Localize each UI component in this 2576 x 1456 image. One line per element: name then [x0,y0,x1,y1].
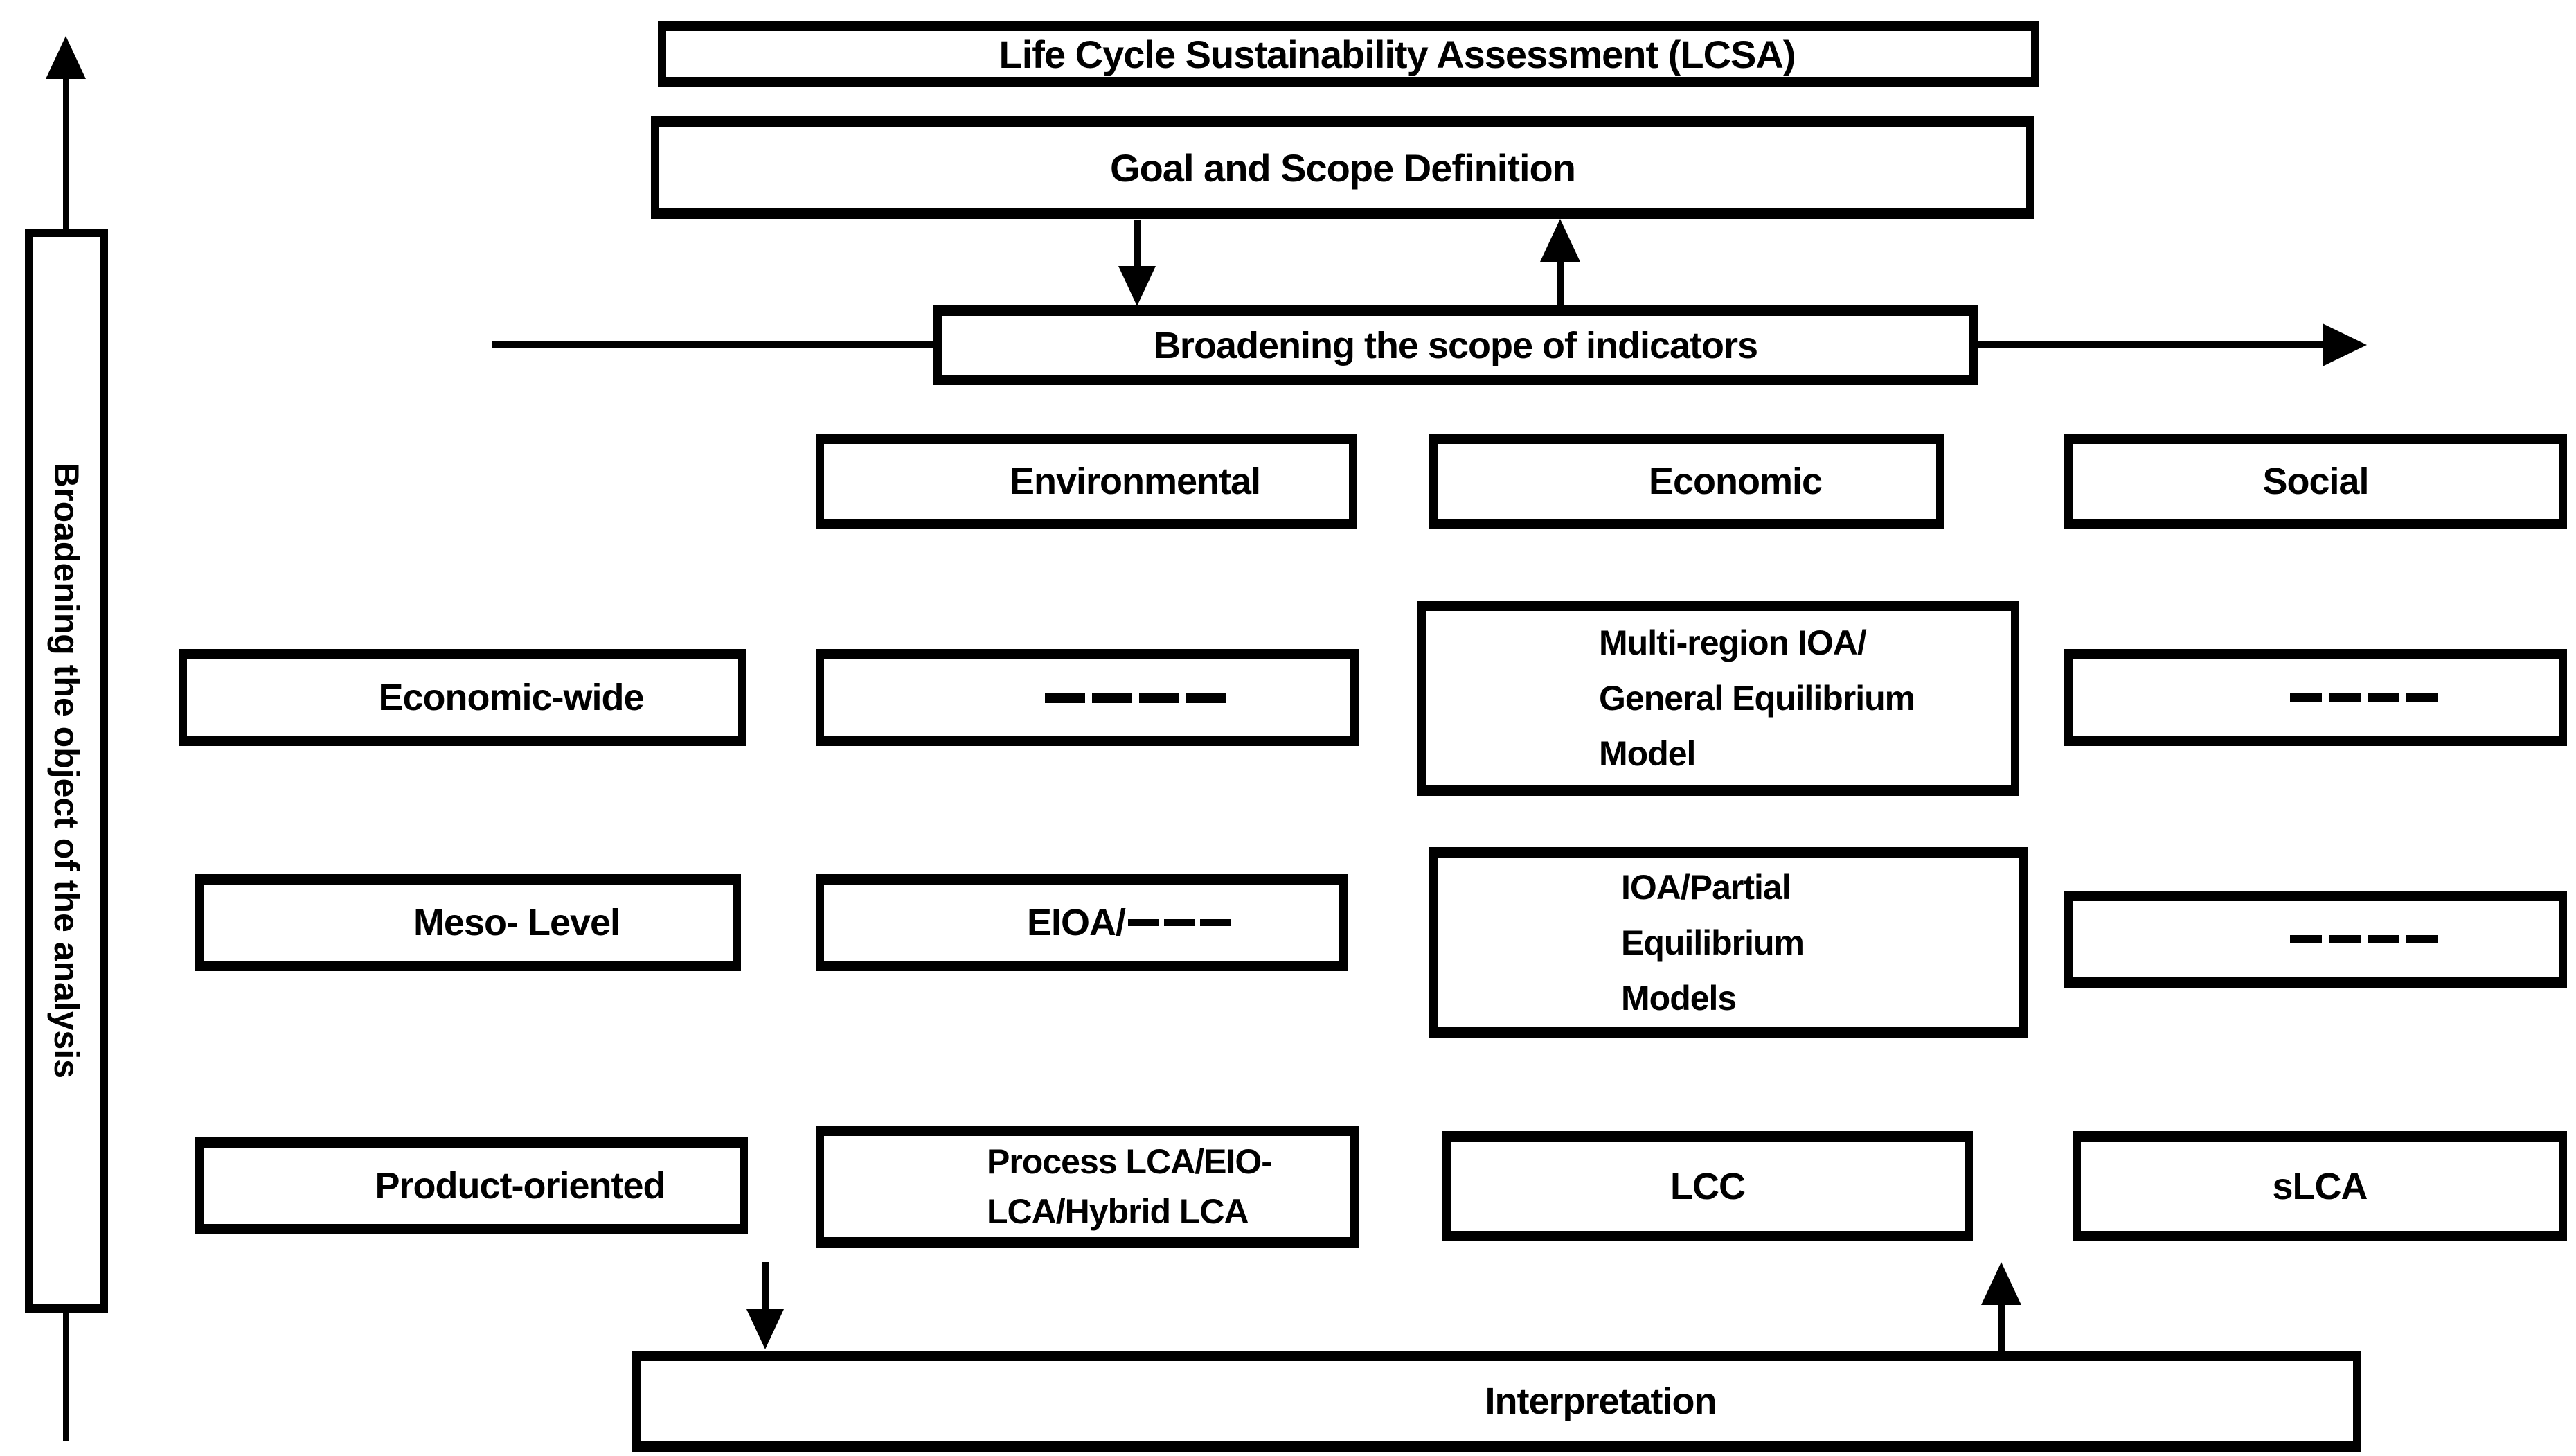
cell-meso-environmental: EIOA/ [816,874,1348,971]
scope-to-goal-arrow-line [1557,259,1564,306]
dash-mark [1200,919,1231,926]
goal-to-scope-arrow-line [1134,220,1141,269]
cell-economic-wide-environmental [816,649,1359,746]
row-label-product-oriented-text: Product-oriented [375,1165,665,1207]
object-axis-label: Broadening the object of the analysis [47,462,86,1079]
object-axis-arrowhead-up-icon [46,36,86,79]
row-label-product-oriented: Product-oriented [195,1137,748,1234]
to-interpretation-arrow-line [762,1262,769,1311]
column-header-social: Social [2064,434,2567,529]
dash-mark [2368,693,2399,702]
from-interpretation-arrow-line [1998,1302,2005,1351]
cell-product-social: sLCA [2073,1131,2567,1241]
dash-mark [2290,693,2322,702]
dash-mark [2290,935,2322,943]
indicator-axis-label: Broadening the scope of indicators [1153,324,1758,366]
lcsa-title-box: Life Cycle Sustainability Assessment (LC… [658,21,2039,87]
cell-meso-social [2064,891,2567,988]
interpretation-label: Interpretation [1485,1380,1717,1422]
cell-product-economic: LCC [1442,1131,1973,1241]
row-label-economic-wide: Economic-wide [179,649,746,746]
column-header-social-label: Social [2262,461,2369,502]
object-axis-line-top [63,76,69,230]
dash-mark [1164,919,1195,926]
object-axis-line-bottom [63,1311,69,1441]
dash-placeholder [2287,935,2442,943]
cell-product-environmental: Process LCA/EIO-LCA/Hybrid LCA [816,1126,1359,1248]
object-axis-box: Broadening the object of the analysis [25,229,108,1313]
goal-to-scope-arrowhead-down-icon [1118,266,1156,306]
indicator-axis-line-right [1976,341,2324,348]
cell-economic-wide-social [2064,649,2567,746]
dash-mark [2406,935,2438,943]
indicator-axis-box: Broadening the scope of indicators [933,305,1978,385]
from-interpretation-arrowhead-up-icon [1981,1262,2021,1305]
dash-mark [2406,693,2438,702]
lcsa-title: Life Cycle Sustainability Assessment (LC… [999,32,1796,76]
cell-product-environmental-label: Process LCA/EIO-LCA/Hybrid LCA [987,1142,1273,1231]
goal-scope-box: Goal and Scope Definition [651,116,2034,219]
interpretation-box: Interpretation [632,1351,2361,1452]
row-label-meso-level: Meso- Level [195,874,741,971]
dash-mark [2329,693,2361,702]
column-header-economic-label: Economic [1648,461,1823,502]
eioa-prefix: EIOA/ [1026,902,1126,943]
dash-placeholder [1041,692,1230,703]
row-label-economic-wide-text: Economic-wide [378,677,644,718]
indicator-axis-arrowhead-right-icon [2323,323,2367,366]
dash-mark [2329,935,2361,943]
goal-scope-label: Goal and Scope Definition [1110,145,1576,190]
column-header-environmental-label: Environmental [1009,461,1261,502]
dash-mark [1092,692,1132,703]
dash-mark [1139,692,1179,703]
dash-placeholder [1125,919,1233,926]
column-header-economic: Economic [1429,434,1944,529]
to-interpretation-arrowhead-down-icon [746,1309,784,1349]
row-label-meso-level-text: Meso- Level [413,902,620,943]
cell-product-economic-label: LCC [1670,1165,1746,1207]
indicator-axis-line-left [492,341,935,348]
dash-mark [2368,935,2399,943]
column-header-environmental: Environmental [816,434,1357,529]
dash-mark [1186,692,1226,703]
cell-product-social-label: sLCA [2272,1165,2368,1207]
scope-to-goal-arrowhead-up-icon [1540,219,1580,262]
dash-mark [1045,692,1085,703]
cell-meso-environmental-label: EIOA/ [1027,901,1233,944]
dash-mark [1128,919,1159,926]
dash-placeholder [2287,693,2442,702]
